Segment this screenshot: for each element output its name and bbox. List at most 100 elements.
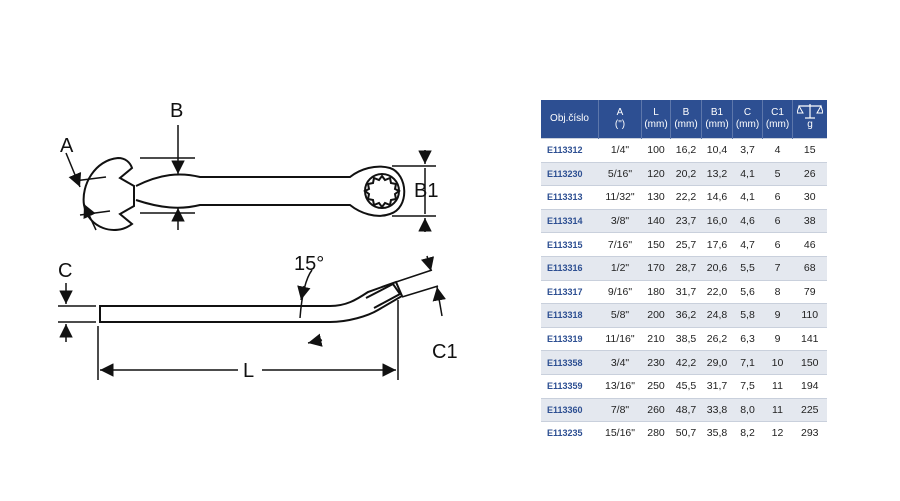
cell-c: 4,1 bbox=[732, 161, 763, 186]
cell-c1: 7 bbox=[762, 255, 793, 281]
cell-a: 5/8" bbox=[598, 303, 642, 328]
dimension-c bbox=[58, 283, 96, 342]
cell-b1: 33,8 bbox=[701, 397, 733, 422]
cell-b: 25,7 bbox=[670, 232, 702, 257]
cell-l: 120 bbox=[641, 161, 671, 186]
cell-a: 1/4" bbox=[598, 138, 642, 163]
cell-b1: 17,6 bbox=[701, 232, 733, 257]
cell-weight: 68 bbox=[792, 255, 827, 281]
cell-c1: 5 bbox=[762, 161, 793, 186]
cell-l: 180 bbox=[641, 279, 671, 304]
cell-b1: 24,8 bbox=[701, 303, 733, 328]
label-c: C bbox=[58, 260, 72, 282]
cell-c: 4,6 bbox=[732, 208, 763, 233]
cell-obj-cislo: E113318 bbox=[541, 303, 599, 328]
header-b1: B1 (mm) bbox=[701, 100, 733, 139]
header-a: A (") bbox=[598, 100, 642, 139]
label-b1: B1 bbox=[414, 180, 438, 202]
header-c: C (mm) bbox=[732, 100, 763, 139]
cell-b1: 29,0 bbox=[701, 350, 733, 375]
cell-l: 260 bbox=[641, 397, 671, 422]
cell-obj-cislo: E113315 bbox=[541, 232, 599, 257]
cell-obj-cislo: E113230 bbox=[541, 161, 599, 186]
cell-obj-cislo: E113317 bbox=[541, 279, 599, 304]
cell-b1: 31,7 bbox=[701, 373, 733, 399]
table-header-row: Obj.číslo A (") L (mm) B (mm) B1 (mm) C … bbox=[541, 100, 827, 139]
wrench-dimension-diagram: A B B1 C C1 15° bbox=[58, 100, 458, 382]
cell-c1: 6 bbox=[762, 185, 793, 210]
label-b: B bbox=[170, 100, 183, 122]
cell-weight: 38 bbox=[792, 208, 827, 233]
cell-b1: 14,6 bbox=[701, 185, 733, 210]
cell-l: 130 bbox=[641, 185, 671, 210]
cell-weight: 225 bbox=[792, 397, 827, 422]
cell-b: 22,2 bbox=[670, 185, 702, 210]
label-l: L bbox=[243, 360, 254, 382]
cell-l: 150 bbox=[641, 232, 671, 257]
cell-obj-cislo: E113314 bbox=[541, 208, 599, 233]
cell-b: 28,7 bbox=[670, 255, 702, 281]
cell-c: 4,1 bbox=[732, 185, 763, 210]
cell-a: 5/16" bbox=[598, 161, 642, 186]
wrench-side-view bbox=[99, 280, 404, 323]
cell-b1: 20,6 bbox=[701, 255, 733, 281]
header-obj-cislo: Obj.číslo bbox=[541, 100, 599, 139]
cell-b1: 26,2 bbox=[701, 326, 733, 351]
cell-b: 36,2 bbox=[670, 303, 702, 328]
cell-c1: 4 bbox=[762, 138, 793, 163]
cell-c: 3,7 bbox=[732, 138, 763, 163]
cell-obj-cislo: E113312 bbox=[541, 138, 599, 163]
cell-obj-cislo: E113316 bbox=[541, 255, 599, 281]
cell-b: 50,7 bbox=[670, 421, 702, 445]
cell-obj-cislo: E113235 bbox=[541, 421, 599, 445]
cell-weight: 141 bbox=[792, 326, 827, 351]
cell-b1: 35,8 bbox=[701, 421, 733, 445]
dimension-b1 bbox=[392, 150, 436, 232]
cell-c1: 10 bbox=[762, 350, 793, 375]
dimension-a bbox=[65, 152, 111, 231]
cell-c1: 11 bbox=[762, 397, 793, 422]
cell-l: 280 bbox=[641, 421, 671, 445]
cell-c1: 9 bbox=[762, 303, 793, 328]
cell-obj-cislo: E113358 bbox=[541, 350, 599, 375]
cell-a: 7/8" bbox=[598, 397, 642, 422]
cell-obj-cislo: E113360 bbox=[541, 397, 599, 422]
cell-weight: 110 bbox=[792, 303, 827, 328]
cell-c: 6,3 bbox=[732, 326, 763, 351]
cell-b1: 22,0 bbox=[701, 279, 733, 304]
spec-table: Obj.číslo A (") L (mm) B (mm) B1 (mm) C … bbox=[541, 100, 827, 445]
cell-c: 5,6 bbox=[732, 279, 763, 304]
cell-b1: 13,2 bbox=[701, 161, 733, 186]
cell-b: 45,5 bbox=[670, 373, 702, 399]
cell-c1: 6 bbox=[762, 208, 793, 233]
cell-obj-cislo: E113313 bbox=[541, 185, 599, 210]
cell-b1: 10,4 bbox=[701, 138, 733, 163]
cell-b: 16,2 bbox=[670, 138, 702, 163]
cell-l: 140 bbox=[641, 208, 671, 233]
cell-c1: 9 bbox=[762, 326, 793, 351]
cell-a: 3/8" bbox=[598, 208, 642, 233]
wrench-top-view bbox=[82, 156, 406, 231]
cell-c: 8,2 bbox=[732, 421, 763, 445]
cell-c: 5,5 bbox=[732, 255, 763, 281]
cell-c: 4,7 bbox=[732, 232, 763, 257]
cell-c1: 8 bbox=[762, 279, 793, 304]
header-l: L (mm) bbox=[641, 100, 671, 139]
cell-weight: 150 bbox=[792, 350, 827, 375]
cell-l: 250 bbox=[641, 373, 671, 399]
label-c1: C1 bbox=[432, 341, 458, 363]
cell-c1: 11 bbox=[762, 373, 793, 399]
cell-b: 31,7 bbox=[670, 279, 702, 304]
cell-a: 13/16" bbox=[598, 373, 642, 399]
cell-c1: 6 bbox=[762, 232, 793, 257]
